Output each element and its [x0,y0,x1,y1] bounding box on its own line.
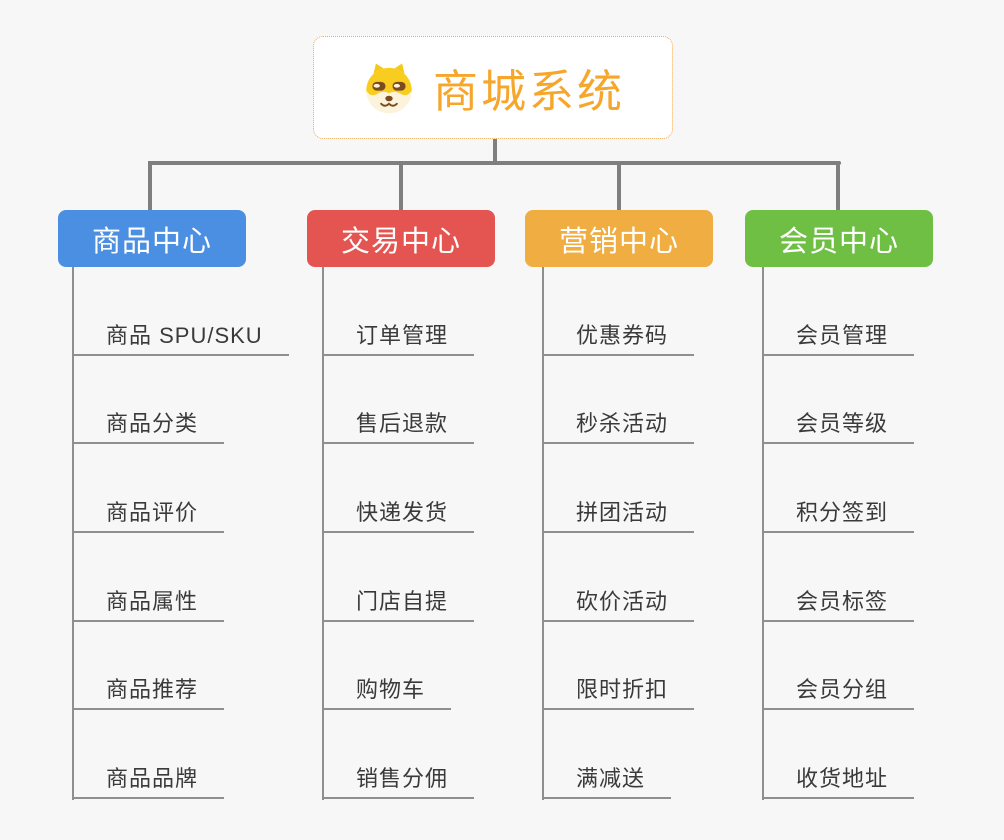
leaf-node[interactable]: 购物车 [322,622,452,711]
leaf-node[interactable]: 商品评价 [72,444,225,534]
leaf-node[interactable]: 会员分组 [762,622,915,711]
connector-drop-branch-3 [617,161,621,210]
branch-3-vline [542,267,544,800]
branch-box-marketing-center[interactable]: 营销中心 [525,210,713,267]
leaf-node[interactable]: 限时折扣 [542,622,695,711]
root-node[interactable]: 商城系统 [313,36,673,139]
leaf-node[interactable]: 商品 SPU/SKU [72,267,289,356]
branch-box-member-center[interactable]: 会员中心 [745,210,933,267]
leaf-node[interactable]: 会员标签 [762,533,915,622]
branch-4-items: 会员管理 会员等级 积分签到 会员标签 会员分组 收货地址 [762,267,915,800]
branch-3-items: 优惠券码 秒杀活动 拼团活动 砍价活动 限时折扣 满减送 [542,267,695,800]
leaf-node[interactable]: 优惠券码 [542,267,695,356]
leaf-node[interactable]: 销售分佣 [322,710,475,800]
leaf-node[interactable]: 积分签到 [762,444,915,534]
branch-2-vline [322,267,324,800]
branch-label: 商品中心 [91,225,212,258]
leaf-node[interactable]: 售后退款 [322,356,475,445]
connector-root-stem [493,139,497,163]
leaf-node[interactable]: 满减送 [542,710,672,800]
root-label: 商城系统 [432,66,625,117]
connector-horizontal-bar [148,161,841,165]
leaf-node[interactable]: 秒杀活动 [542,356,695,445]
leaf-node[interactable]: 砍价活动 [542,533,695,622]
leaf-node[interactable]: 拼团活动 [542,444,695,534]
leaf-node[interactable]: 商品分类 [72,356,225,445]
branch-4-vline [762,267,764,800]
shiba-dog-icon [366,63,412,113]
connector-drop-branch-1 [148,161,152,210]
branch-2-items: 订单管理 售后退款 快递发货 门店自提 购物车 销售分佣 [322,267,475,800]
leaf-node[interactable]: 商品推荐 [72,622,225,711]
leaf-node[interactable]: 订单管理 [322,267,475,356]
branch-label: 交易中心 [340,225,461,258]
leaf-node[interactable]: 门店自提 [322,533,475,622]
branch-label: 营销中心 [558,225,679,258]
leaf-node[interactable]: 商品属性 [72,533,225,622]
branch-box-product-center[interactable]: 商品中心 [58,210,246,267]
branch-1-vline [72,267,74,800]
connector-drop-branch-2 [399,161,403,210]
leaf-node[interactable]: 会员等级 [762,356,915,445]
leaf-node[interactable]: 商品品牌 [72,710,225,800]
branch-label: 会员中心 [778,225,899,258]
branch-box-trade-center[interactable]: 交易中心 [307,210,495,267]
leaf-node[interactable]: 收货地址 [762,710,915,800]
connector-drop-branch-4 [836,161,840,210]
branch-1-items: 商品 SPU/SKU 商品分类 商品评价 商品属性 商品推荐 商品品牌 [72,267,289,800]
leaf-node[interactable]: 快递发货 [322,444,475,534]
leaf-node[interactable]: 会员管理 [762,267,915,356]
